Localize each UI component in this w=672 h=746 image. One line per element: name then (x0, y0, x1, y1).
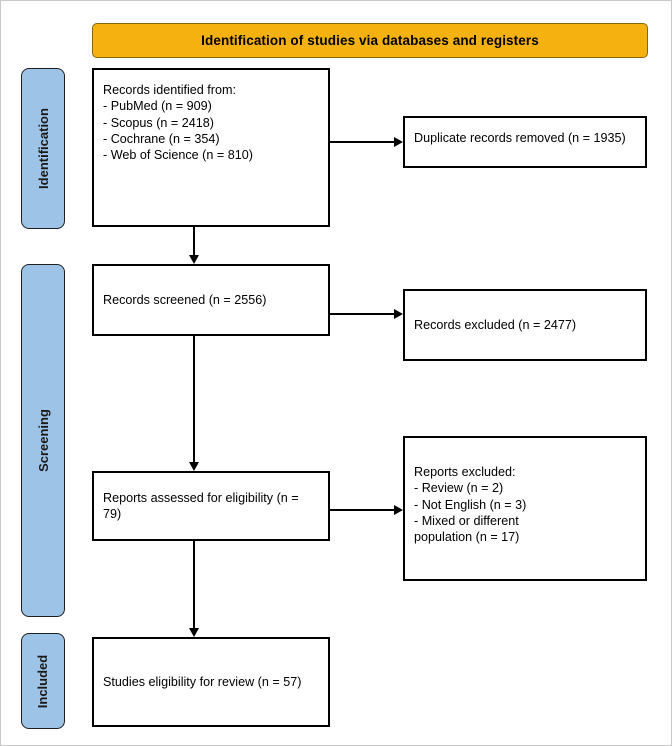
connector-identified-to-screened (193, 227, 195, 255)
arrowhead-identified-to-screened (188, 255, 199, 264)
stage-tab-screening-label: Screening (35, 409, 51, 472)
box-records-excluded-text: Records excluded (n = 2477) (414, 317, 577, 332)
connector-eligibility-to-reports-excluded (330, 509, 394, 511)
box-studies-included: Studies eligibility for review (n = 57) (92, 637, 330, 727)
arrowhead-screened-to-eligibility (188, 462, 199, 471)
diagram-title-text: Identification of studies via databases … (201, 33, 539, 48)
stage-tab-included-label: Included (35, 654, 51, 708)
stage-tab-included: Included (21, 633, 65, 729)
box-duplicate-records-removed-text: Duplicate records removed (n = 1935) (414, 131, 626, 145)
arrowhead-eligibility-to-reports-excluded (394, 504, 403, 515)
box-reports-assessed-for-eligibility-text: Reports assessed for eligibility (n = 79… (103, 490, 299, 521)
box-records-identified-text: Records identified from: - PubMed (n = 9… (103, 83, 253, 163)
box-records-identified: Records identified from: - PubMed (n = 9… (92, 68, 330, 227)
box-reports-excluded: Reports excluded: - Review (n = 2) - Not… (403, 436, 647, 581)
connector-identified-to-duplicates (330, 141, 394, 143)
box-reports-assessed-for-eligibility: Reports assessed for eligibility (n = 79… (92, 471, 330, 541)
box-records-screened-text: Records screened (n = 2556) (103, 292, 267, 307)
box-reports-excluded-text: Reports excluded: - Review (n = 2) - Not… (414, 465, 527, 545)
connector-eligibility-to-included (193, 541, 195, 628)
box-records-screened: Records screened (n = 2556) (92, 264, 330, 336)
arrowhead-screened-to-excluded (394, 308, 403, 319)
stage-tab-identification: Identification (21, 68, 65, 229)
arrowhead-identified-to-duplicates (394, 136, 403, 147)
box-studies-included-text: Studies eligibility for review (n = 57) (103, 674, 302, 689)
stage-tab-screening: Screening (21, 264, 65, 617)
diagram-title-banner: Identification of studies via databases … (92, 23, 648, 58)
box-duplicate-records-removed: Duplicate records removed (n = 1935) (403, 116, 647, 168)
connector-screened-to-eligibility (193, 336, 195, 462)
stage-tab-identification-label: Identification (35, 108, 51, 189)
arrowhead-eligibility-to-included (188, 628, 199, 637)
connector-screened-to-excluded (330, 313, 394, 315)
box-records-excluded: Records excluded (n = 2477) (403, 289, 647, 361)
